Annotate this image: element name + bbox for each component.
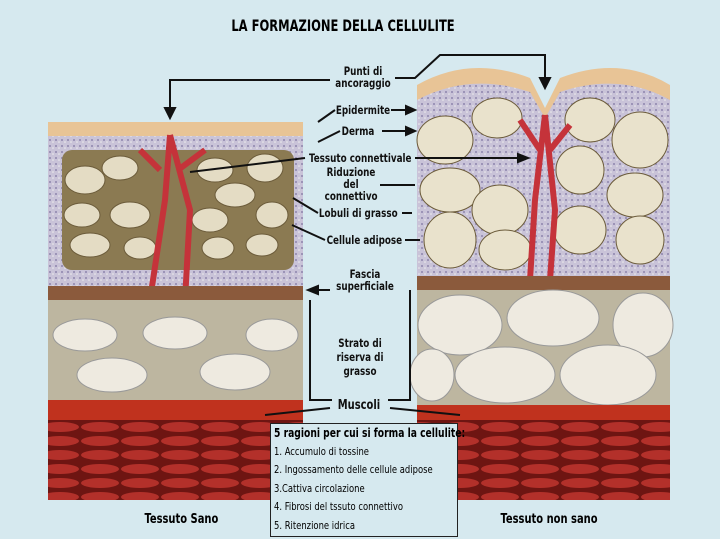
label-fat-reserve-layer: Strato di riserva di grasso	[336, 336, 384, 378]
label-anchor-points: Punti di ancoraggio	[335, 64, 391, 90]
label-muscles: Muscoli	[337, 398, 381, 413]
caption-unhealthy: Tessuto non sano	[500, 512, 598, 527]
caption-healthy: Tessuto Sano	[144, 512, 219, 527]
label-fat-lobules: Lobuli di grasso	[318, 206, 398, 220]
label-dermis: Derma	[341, 124, 375, 138]
reasons-box: 5 ragioni per cui si forma la cellulite:…	[270, 423, 466, 537]
reason-item: 2. Ingossamento delle cellule adipose	[274, 463, 433, 476]
page-title: LA FORMAZIONE DELLA CELLULITE	[231, 16, 455, 35]
reason-item: 3.Cattiva circolazione	[274, 481, 365, 495]
unhealthy-tissue	[409, 68, 674, 501]
label-superficial-fascia: Fascia superficiale	[336, 267, 394, 293]
reasons-heading: 5 ragioni per cui si forma la cellulite:	[274, 426, 466, 440]
reason-item: 1. Accumulo di tossine	[274, 444, 369, 458]
reason-item: 4. Fibrosi del tssuto connettivo	[274, 500, 404, 513]
label-adipose-cells: Cellule adipose	[326, 233, 403, 247]
label-epidermis: Epidermite	[335, 103, 391, 117]
label-connective-reduction: Riduzione del connettivo	[324, 165, 378, 203]
label-connective-tissue: Tessuto connettivale	[309, 151, 412, 165]
healthy-tissue	[48, 122, 303, 500]
reason-item: 5. Ritenzione idrica	[274, 518, 356, 532]
